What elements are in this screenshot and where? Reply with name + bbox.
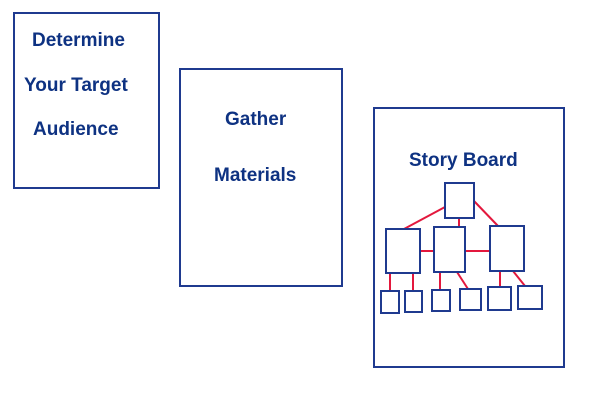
- tree-leaf-node: [404, 290, 423, 313]
- card-determine-audience-line-2: Your Target: [24, 75, 128, 96]
- card-gather-materials-line-1: Gather: [225, 109, 287, 130]
- card-gather-materials-line-2: Materials: [214, 165, 297, 186]
- tree-leaf-node: [517, 285, 543, 310]
- tree-mid-node: [385, 228, 421, 274]
- tree-leaf-node: [431, 289, 451, 312]
- tree-leaf-node: [380, 290, 400, 314]
- card-determine-audience: [13, 12, 160, 189]
- tree-mid-node: [489, 225, 525, 272]
- card-gather-materials: [179, 68, 343, 287]
- card-determine-audience-line-3: Audience: [33, 119, 119, 140]
- tree-mid-node: [433, 226, 466, 273]
- tree-leaf-node: [487, 286, 512, 311]
- card-story-board-title: Story Board: [409, 150, 518, 171]
- tree-root-node: [444, 182, 475, 219]
- tree-leaf-node: [459, 288, 482, 311]
- tree-connector: [456, 271, 469, 290]
- tree-connector: [403, 206, 446, 230]
- tree-connector: [473, 200, 499, 227]
- tree-connector: [512, 270, 526, 287]
- card-determine-audience-line-1: Determine: [32, 30, 125, 51]
